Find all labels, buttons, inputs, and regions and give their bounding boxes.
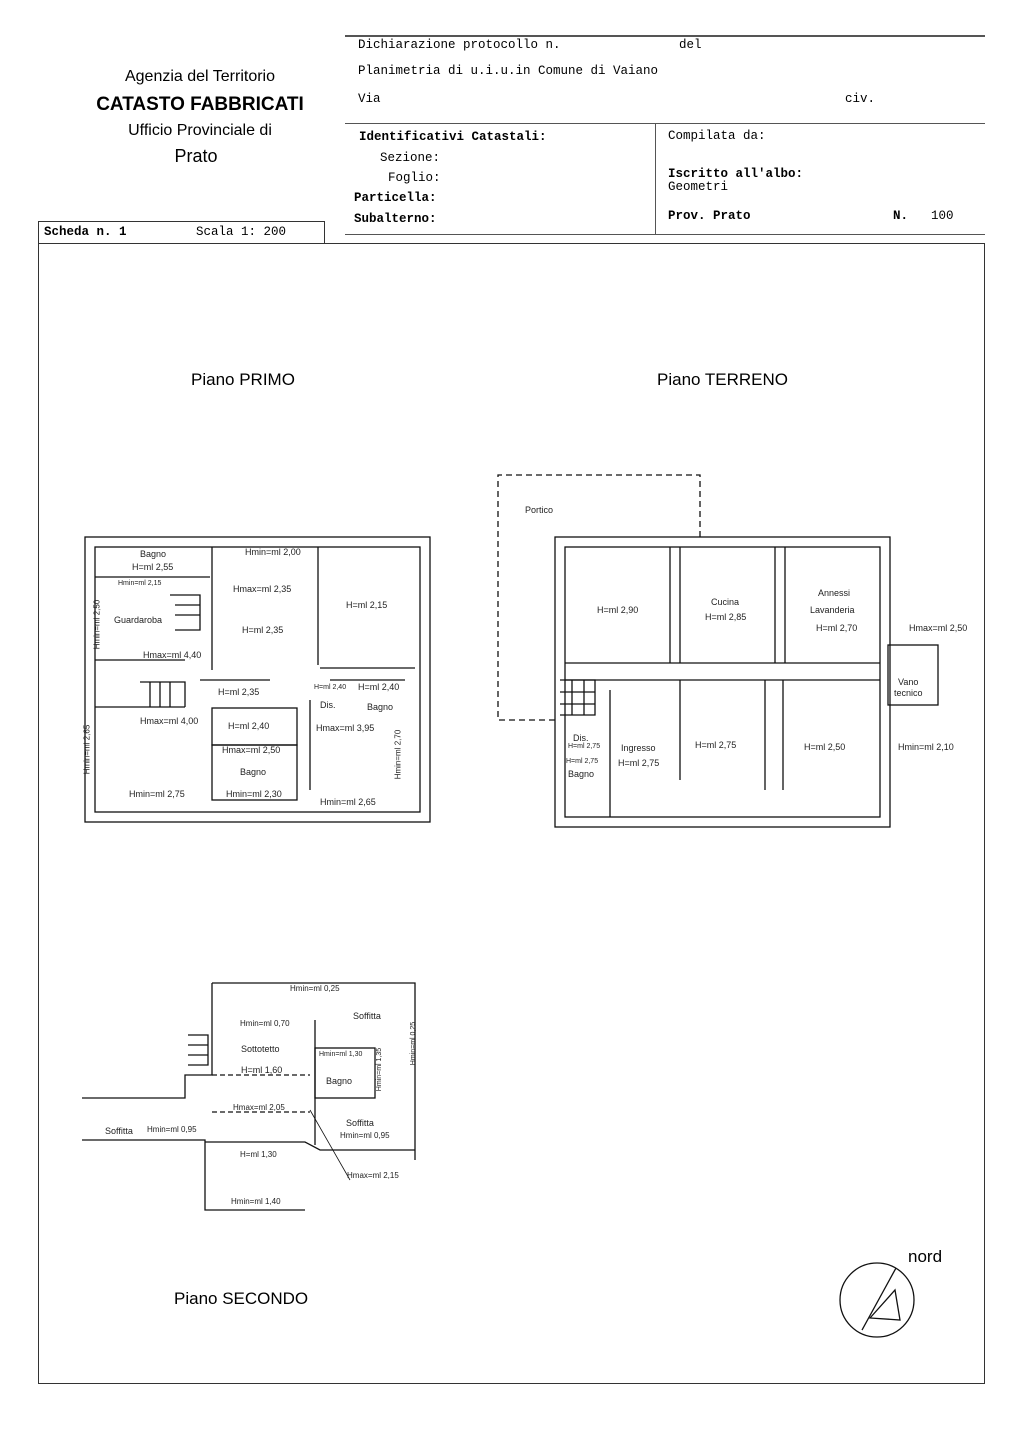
room-label: Bagno xyxy=(240,767,267,777)
del-label: del xyxy=(679,38,702,52)
iscritto-label: Iscritto all'albo: xyxy=(668,167,804,181)
room-label: H=ml 2,75 xyxy=(568,743,601,750)
room-label: Bagno xyxy=(140,549,167,559)
room-label: H=ml 2,75 xyxy=(566,758,599,765)
room-label: H=ml 2,15 xyxy=(346,600,388,610)
room-label: H=ml 2,90 xyxy=(597,605,639,615)
room-label: Hmin=ml 2,00 xyxy=(245,547,301,557)
scheda-label: Scheda n. 1 xyxy=(44,225,127,239)
room-label: Vano xyxy=(898,677,919,687)
room-label: Hmin=ml 2,50 xyxy=(92,599,102,650)
room-label: H=ml 2,75 xyxy=(695,740,737,750)
compass-north-arrow xyxy=(839,1262,915,1338)
identificativi-title: Identificativi Catastali: xyxy=(359,130,547,144)
n-label: N. xyxy=(893,209,909,223)
room-label: Hmin=ml 2,65 xyxy=(82,724,92,775)
room-label: Hmin=ml 2,10 xyxy=(898,742,954,752)
room-label: Hmax=ml 2,15 xyxy=(347,1171,399,1180)
room-label: H=ml 2,85 xyxy=(705,612,747,622)
room-label: H=ml 2,55 xyxy=(132,562,174,572)
agency-name: Agenzia del Territorio xyxy=(124,68,275,85)
room-label: Bagno xyxy=(367,702,394,712)
plan-primo xyxy=(84,536,431,823)
room-label: Hmin=ml 2,65 xyxy=(320,797,376,807)
n-value: 100 xyxy=(931,209,954,223)
room-label: Hmax=ml 2,50 xyxy=(222,745,281,755)
prov-label: Prov. Prato xyxy=(668,209,751,223)
room-label: H=ml 2,35 xyxy=(242,625,284,635)
floor-title-terreno: Piano TERRENO xyxy=(657,370,789,389)
room-label: Sottotetto xyxy=(241,1044,280,1054)
room-label: H=ml 2,70 xyxy=(816,623,858,633)
room-label: Ingresso xyxy=(621,743,656,753)
compilata-label: Compilata da: xyxy=(668,129,766,143)
room-label: Hmax=ml 2,50 xyxy=(909,623,968,633)
header-divider-vertical xyxy=(655,123,656,235)
room-label: H=ml 2,75 xyxy=(618,758,660,768)
plan-secondo xyxy=(82,982,416,1211)
sezione-label: Sezione: xyxy=(380,151,441,165)
albo-value: Geometri xyxy=(668,180,729,194)
planimetria-label: Planimetria di u.i.u.in Comune di Vaiano xyxy=(358,64,659,78)
room-label: Hmin=ml 0,25 xyxy=(410,1021,418,1066)
room-label: Hmin=ml 0,95 xyxy=(147,1125,197,1134)
room-label: Soffitta xyxy=(105,1126,133,1136)
room-label: Hmax=ml 2,05 xyxy=(233,1103,285,1112)
floor-title-secondo: Piano SECONDO xyxy=(174,1289,309,1308)
header-divider-top xyxy=(345,35,985,37)
header-divider-mid xyxy=(345,123,985,124)
dichiarazione-label: Dichiarazione protocollo n. xyxy=(358,38,561,52)
room-label: H=ml 2,40 xyxy=(314,684,347,691)
register-name: CATASTO FABBRICATI xyxy=(96,94,304,115)
room-label: Portico xyxy=(525,505,554,515)
room-label: Hmax=ml 2,35 xyxy=(233,584,292,594)
room-label: H=ml 2,35 xyxy=(218,687,260,697)
subalterno-label: Subalterno: xyxy=(354,212,437,226)
room-label: Hmax=ml 4,40 xyxy=(143,650,202,660)
plan-terreno xyxy=(497,474,939,828)
room-label: Hmin=ml 2,70 xyxy=(393,729,403,780)
room-label: Cucina xyxy=(711,597,740,607)
room-label: Hmin=ml 1,35 xyxy=(376,1047,384,1092)
room-label: Dis. xyxy=(573,733,589,743)
room-label: H=ml 2,50 xyxy=(804,742,846,752)
drawing-frame xyxy=(38,243,985,1384)
room-label: Hmax=ml 4,00 xyxy=(140,716,199,726)
room-label: Hmin=ml 1,30 xyxy=(319,1051,363,1058)
room-label: Hmin=ml 0,25 xyxy=(290,984,340,993)
civ-label: civ. xyxy=(845,92,876,106)
room-label: H=ml 1,30 xyxy=(240,1150,277,1159)
floor-title-primo: Piano PRIMO xyxy=(191,370,295,389)
via-label: Via xyxy=(358,92,381,106)
header-divider-bottom xyxy=(345,234,985,235)
room-label: Soffitta xyxy=(346,1118,374,1128)
room-label: Lavanderia xyxy=(810,605,855,615)
room-label: H=ml 1,60 xyxy=(241,1065,283,1075)
province-name: Prato xyxy=(174,146,218,166)
room-label: Hmin=ml 0,70 xyxy=(240,1019,290,1028)
room-label: Bagno xyxy=(568,769,595,779)
office-name: Ufficio Provinciale di xyxy=(128,122,272,139)
room-label: Hmin=ml 2,30 xyxy=(226,789,282,799)
room-label: Guardaroba xyxy=(114,615,163,625)
compass-label: nord xyxy=(908,1247,943,1266)
particella-label: Particella: xyxy=(354,191,437,205)
room-label: Hmin=ml 2,75 xyxy=(129,789,185,799)
room-label: Hmin=ml 0,95 xyxy=(340,1131,390,1140)
room-label: Soffitta xyxy=(353,1011,381,1021)
room-label: Bagno xyxy=(326,1076,353,1086)
room-label: H=ml 2,40 xyxy=(358,682,400,692)
room-label: tecnico xyxy=(894,688,923,698)
scala-label: Scala 1: 200 xyxy=(196,225,287,239)
foglio-label: Foglio: xyxy=(388,171,441,185)
room-label: H=ml 2,40 xyxy=(228,721,270,731)
room-label: Hmax=ml 3,95 xyxy=(316,723,375,733)
room-label: Hmin=ml 1,40 xyxy=(231,1197,281,1206)
room-label: Annessi xyxy=(818,588,851,598)
room-label: Hmin=ml 2,15 xyxy=(118,580,162,587)
room-label: Dis. xyxy=(320,700,336,710)
